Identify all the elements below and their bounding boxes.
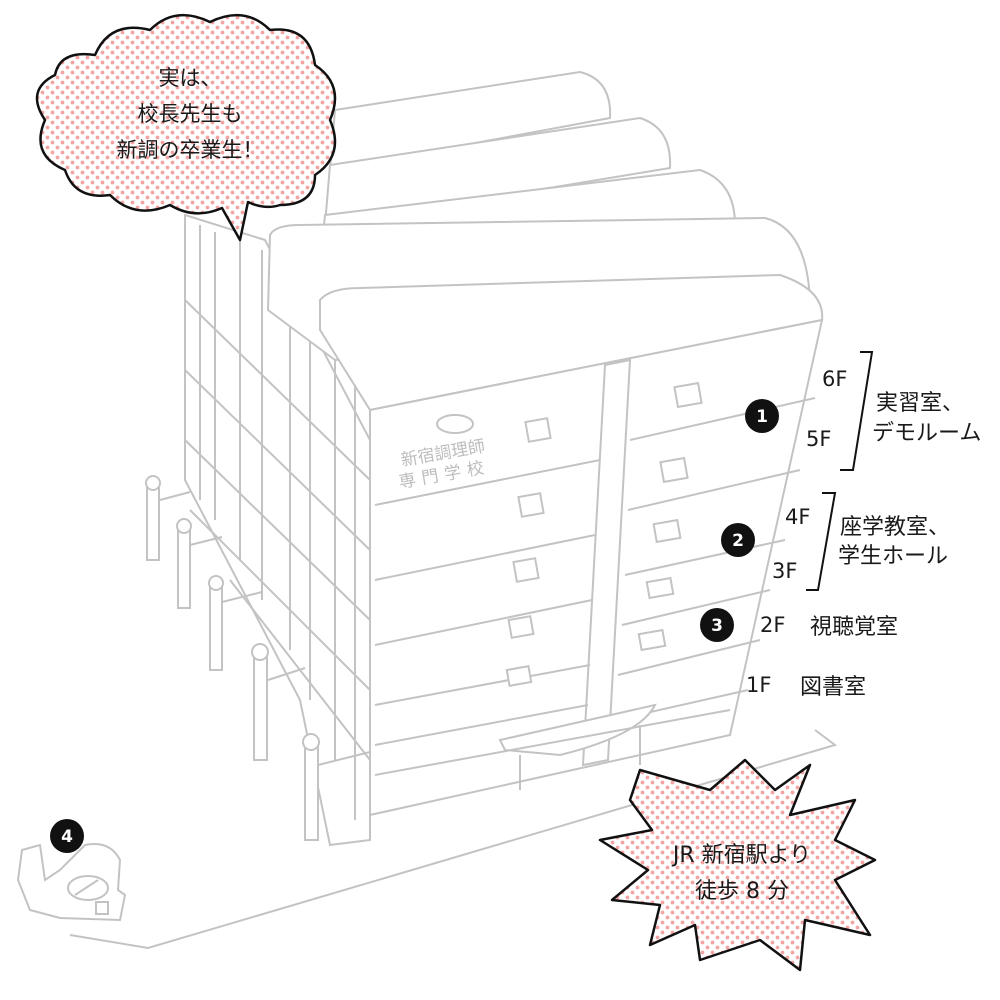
floor-label-1f: 1F (746, 673, 771, 697)
marker-1: 1 (745, 399, 779, 433)
floor-label-3f: 3F (772, 559, 797, 583)
floor-label-4f: 4F (785, 505, 810, 529)
speech-bubble: 実は、 校長先生も 新調の卒業生！ (35, 13, 337, 242)
floor-label-5f: 5F (806, 427, 831, 451)
floor-brackets (806, 351, 874, 591)
access-line-2: 徒歩 8 分 (695, 879, 789, 904)
facade-right-bands (614, 381, 816, 721)
room-labels: 実習室、 デモルーム 座学教室、 学生ホール 視聴覚室 図書室 (800, 391, 981, 700)
marker-3-number: 3 (711, 616, 723, 636)
floor-label-6f: 6F (822, 367, 847, 391)
room-label-practice: 実習室、 (876, 391, 964, 416)
bubble-line-1: 実は、 (159, 66, 222, 90)
access-line-1: JR 新宿駅より (671, 843, 811, 868)
school-building: 新宿調理師 専門学校 (145, 70, 824, 847)
fence (145, 475, 371, 841)
marker-3: 3 (700, 608, 734, 642)
room-label-av-room: 視聴覚室 (810, 615, 898, 640)
marker-4-number: 4 (61, 827, 73, 847)
marker-2-number: 2 (732, 531, 744, 551)
room-label-student-hall: 学生ホール (838, 544, 948, 569)
room-label-classroom: 座学教室、 (840, 515, 950, 540)
bubble-line-2: 校長先生も (138, 102, 243, 126)
marker-4: 4 (50, 819, 84, 853)
floor-label-2f: 2F (760, 613, 785, 637)
marker-1-number: 1 (756, 407, 768, 427)
access-burst: JR 新宿駅より 徒歩 8 分 (598, 758, 877, 972)
room-label-library: 図書室 (800, 675, 866, 700)
facade-left-bands (374, 417, 601, 746)
ground-outline (69, 729, 838, 950)
room-label-demo: デモルーム (872, 421, 981, 446)
marker-2: 2 (721, 523, 755, 557)
bubble-line-3: 新調の卒業生！ (117, 138, 264, 162)
monument (16, 843, 127, 922)
floor-labels: 6F 5F 4F 3F 2F 1F (746, 367, 847, 697)
